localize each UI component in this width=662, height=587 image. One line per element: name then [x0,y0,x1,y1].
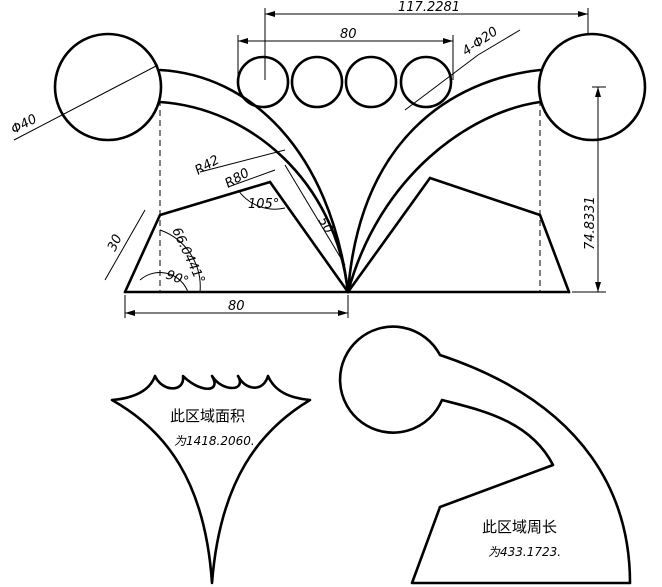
small-circle-2 [290,55,344,109]
dim-circles-span: 80 [340,27,357,42]
left-inner-arc [158,100,350,294]
left-outer-arc [158,68,350,294]
main-figure [53,32,647,294]
small-circle-3 [344,55,398,109]
dim-top-total: 117.2281 [398,0,460,15]
dim-length-30: 30 [105,232,126,253]
perimeter-label: 此区域周长 [482,518,557,536]
right-large-circle [537,32,647,142]
area-label: 此区域面积 [170,407,245,425]
right-diagonal [346,176,432,294]
left-diagonal [268,180,350,294]
dimension-lines: 117.2281 80 4-Φ20 Φ40 R42 R80 105° 50 30… [9,0,606,318]
dim-base-80: 80 [228,299,245,314]
area-value: 为1418.2060. [174,434,255,448]
right-polygon [428,176,571,294]
small-circle-4 [399,55,453,109]
right-inner-arc [346,100,542,294]
dim-angle-105: 105° [248,197,279,212]
dim-r42: R42 [193,153,223,179]
dim-length-50: 50 [315,215,336,237]
area-region: 此区域面积 为1418.2060. [110,374,312,585]
dim-height-right: 74.8331 [583,196,598,250]
small-circle-1 [236,55,290,109]
perimeter-value: 为433.1723. [488,545,561,559]
dim-angle-90: 90° [164,268,191,290]
perimeter-region: 此区域周长 为433.1723. [338,325,632,585]
dim-big-circle: Φ40 [9,112,40,138]
right-outer-arc [346,68,542,294]
left-large-circle [53,32,163,142]
